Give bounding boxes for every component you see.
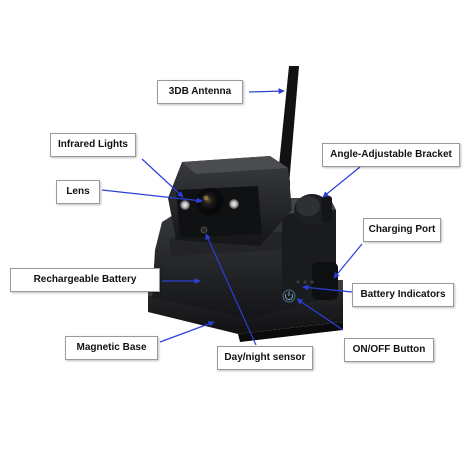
leader-base <box>159 321 215 343</box>
leader-sensor <box>205 233 257 346</box>
leader-charging <box>333 243 363 279</box>
charging-port-cap <box>312 262 338 300</box>
leader-bracket <box>322 166 361 198</box>
label-battery-indicators: Battery Indicators <box>352 283 454 307</box>
leader-infrared <box>141 158 184 198</box>
bracket-knob <box>294 194 332 226</box>
day-night-sensor-dot <box>200 226 208 234</box>
leader-lens <box>101 189 203 204</box>
leader-lines <box>101 88 363 346</box>
label-charging-port: Charging Port <box>363 218 441 242</box>
power-icon <box>282 289 296 303</box>
battery-indicator-leds <box>296 280 314 284</box>
infrared-lights <box>180 199 239 210</box>
label-bracket: Angle-Adjustable Bracket <box>322 143 460 167</box>
leader-antenna <box>248 88 285 95</box>
label-antenna: 3DB Antenna <box>157 80 243 104</box>
label-day-night-sensor: Day/night sensor <box>217 346 313 370</box>
label-onoff-button: ON/OFF Button <box>344 338 434 362</box>
leader-onoff <box>296 298 344 331</box>
label-rechargeable-battery: Rechargeable Battery <box>10 268 160 292</box>
lens-assembly <box>196 188 224 216</box>
leader-indicators <box>302 284 353 293</box>
label-lens: Lens <box>56 180 100 204</box>
label-infrared-lights: Infrared Lights <box>50 133 136 157</box>
label-magnetic-base: Magnetic Base <box>65 336 158 360</box>
